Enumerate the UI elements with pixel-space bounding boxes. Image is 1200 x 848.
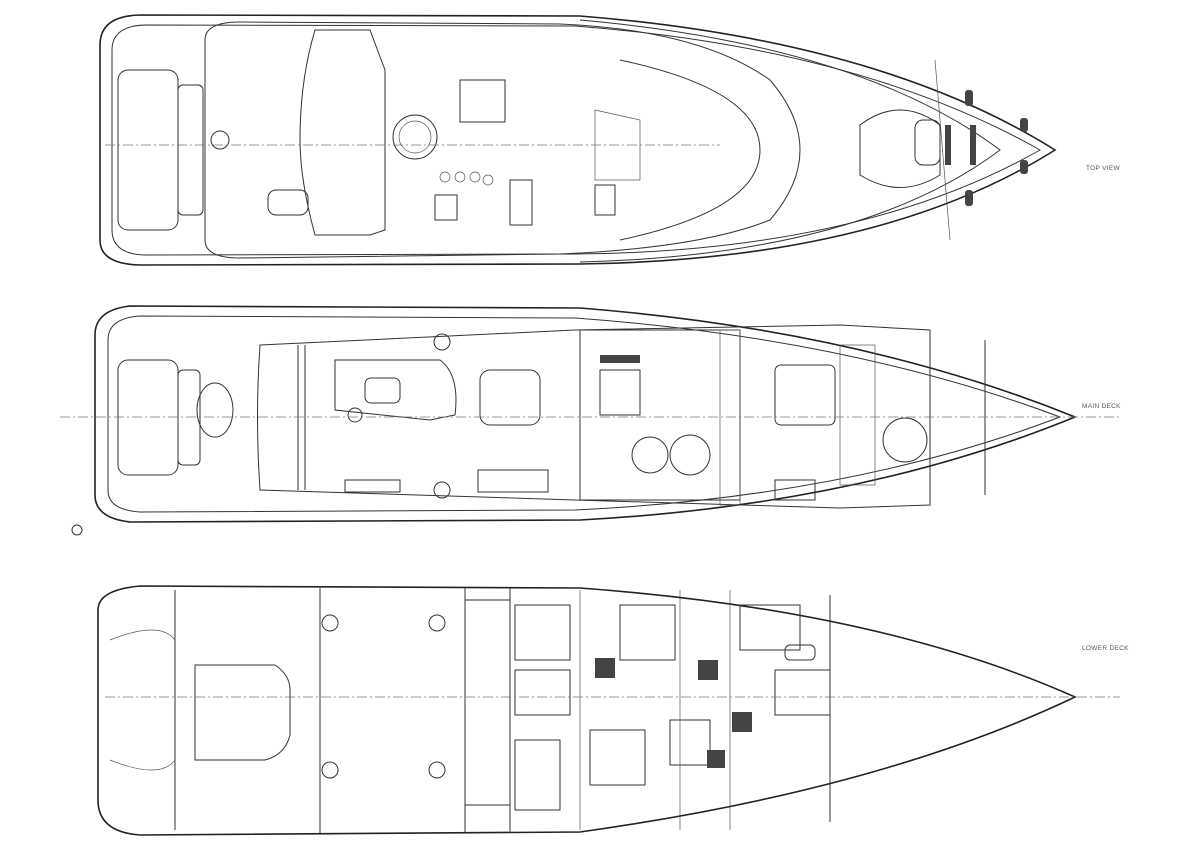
lower-deck-hull-outline [97, 585, 1077, 836]
main-deck-label: MAIN DECK [1082, 403, 1121, 410]
main-deck-plan [60, 305, 1120, 536]
compass-icon [71, 524, 83, 536]
top-view-hull-outline [99, 14, 1057, 266]
lower-deck-label: LOWER DECK [1082, 645, 1129, 652]
main-deck-hull-outline [94, 305, 1078, 523]
top-view-label: TOP VIEW [1086, 165, 1120, 172]
lower-deck-plan [97, 585, 1120, 836]
top-view-plan [99, 14, 1057, 266]
